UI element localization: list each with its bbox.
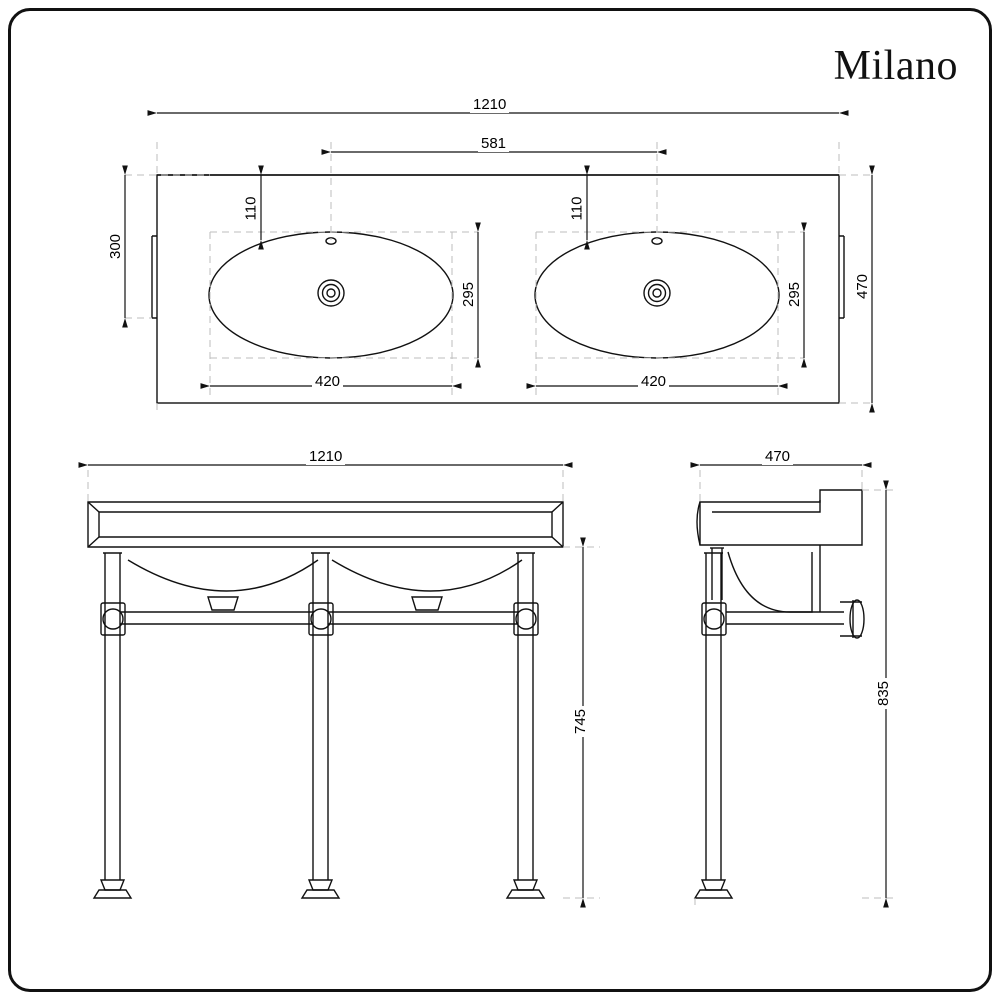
front-view-outline (87, 501, 564, 899)
dim-top-right-tap-offset: 110 (568, 193, 586, 224)
brand-logo: Milano (833, 43, 958, 89)
dim-front-overall-width: 1210 (306, 448, 346, 465)
dim-side-total-height: 835 (875, 677, 893, 710)
dim-top-left-bowl-width: 420 (312, 373, 344, 390)
top-view-hidden-lines (125, 142, 872, 412)
dim-top-rear-depth: 300 (107, 230, 125, 263)
dim-top-left-tap-offset: 110 (242, 193, 260, 224)
dim-top-left-bowl-depth: 295 (460, 278, 478, 311)
front-view-hidden-lines (87, 470, 600, 899)
dim-top-right-bowl-depth: 295 (786, 278, 804, 311)
sheet-border (8, 8, 992, 992)
dim-top-overall-depth: 470 (854, 270, 872, 303)
dim-top-overall-width: 1210 (470, 96, 510, 113)
dim-side-overall-depth: 470 (762, 448, 794, 465)
dim-top-right-bowl-width: 420 (638, 373, 670, 390)
dim-top-basin-spacing: 581 (478, 135, 510, 152)
side-view-outline (693, 489, 865, 899)
side-view-hidden-lines (694, 470, 898, 905)
dimension-lines (78, 110, 889, 908)
dim-front-leg-height: 745 (572, 705, 590, 738)
